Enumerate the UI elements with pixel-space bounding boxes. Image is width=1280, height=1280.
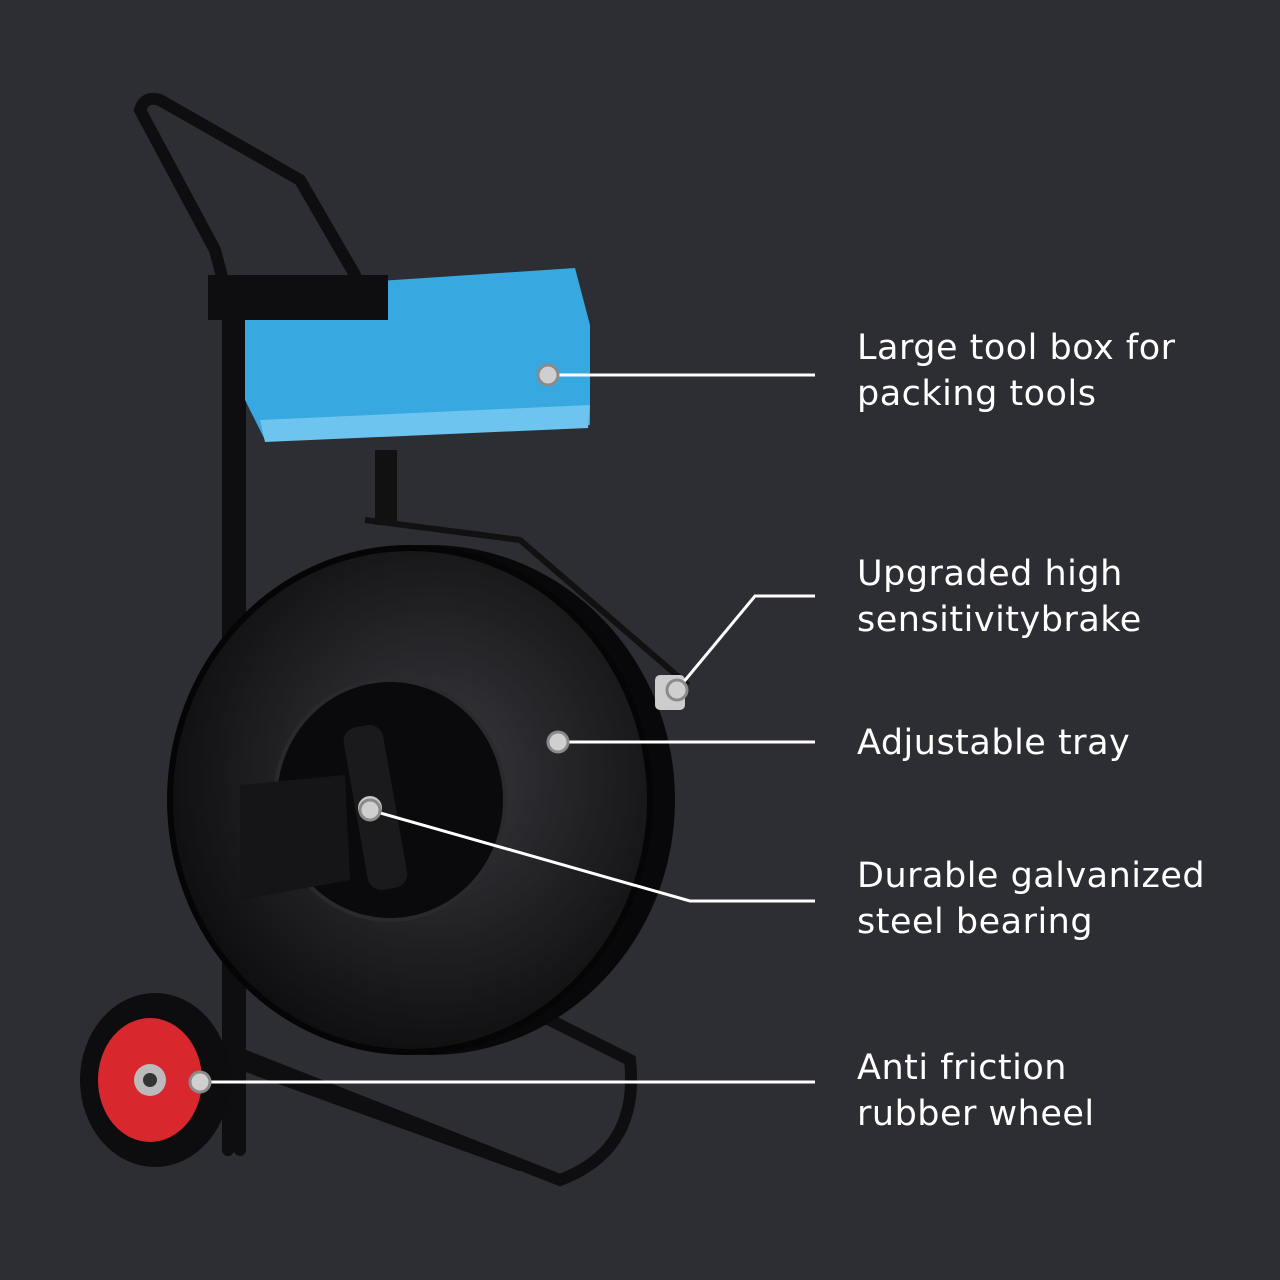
callout-line: sensitivitybrake [857, 600, 1142, 640]
callout-line: Anti friction [857, 1048, 1067, 1088]
callout-line: Upgraded high [857, 554, 1123, 594]
cart-handle-frame [133, 92, 638, 1187]
callout-brake: Upgraded high sensitivitybrake [857, 551, 1142, 643]
callout-toolbox: Large tool box for packing tools [857, 325, 1176, 417]
callout-line: Adjustable tray [857, 723, 1131, 763]
callout-dots [188, 363, 689, 1094]
reel [167, 517, 690, 1055]
callout-line: Large tool box for [857, 328, 1176, 368]
callout-tray: Adjustable tray [857, 720, 1130, 766]
callout-bearing: Durable galvanized steel bearing [857, 853, 1205, 945]
callout-line: packing tools [857, 374, 1097, 414]
callout-wheel: Anti friction rubber wheel [857, 1045, 1095, 1137]
toolbox [208, 268, 590, 525]
callout-line: steel bearing [857, 902, 1094, 942]
leader-lines [200, 373, 815, 1084]
rubber-wheel [80, 993, 230, 1167]
callout-line: Durable galvanized [857, 856, 1206, 896]
callout-line: rubber wheel [857, 1094, 1095, 1134]
